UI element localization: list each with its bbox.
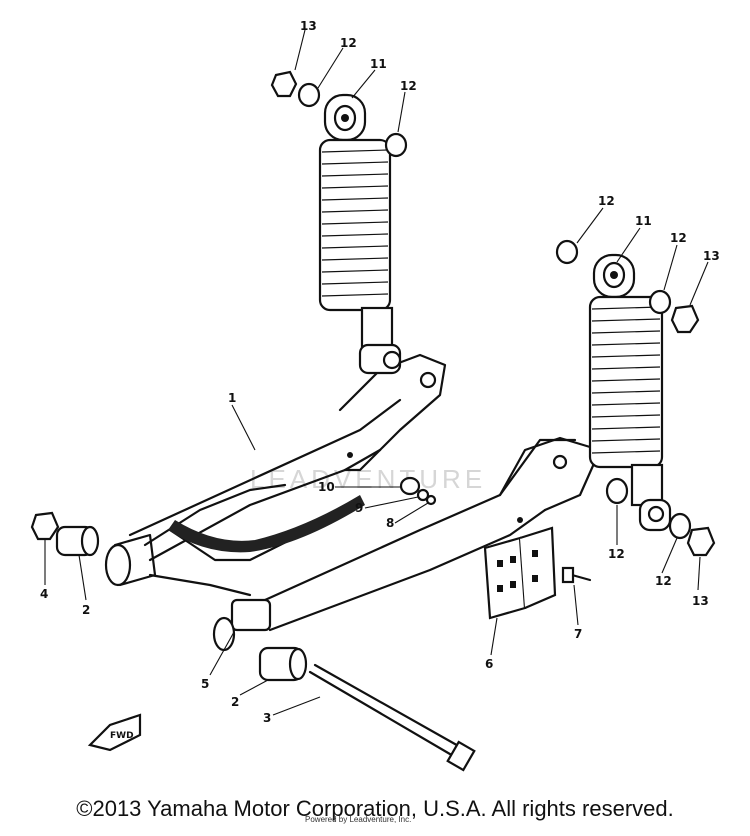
callout-8: 8 [386,516,394,530]
callout-13b: 13 [703,249,720,263]
callout-4: 4 [40,587,48,601]
callout-7: 7 [574,627,582,641]
callout-labels: 13 12 11 12 1 12 11 12 13 10 9 8 12 12 1… [40,19,720,725]
callout-5: 5 [201,677,209,691]
callout-1: 1 [228,391,236,405]
rear-suspension-diagram: LEADVENTURE [30,19,720,772]
forward-direction-arrow: FWD [87,713,142,752]
powered-by-credit: Powered by Leadventure, Inc. [305,815,412,824]
pivot-shaft [308,663,476,772]
callout-12f: 12 [655,574,672,588]
callout-12e: 12 [608,547,625,561]
copyright-notice: ©2013 Yamaha Motor Corporation, U.S.A. A… [76,796,674,821]
bracket [483,526,592,620]
swing-arm [104,353,602,652]
callout-13c: 13 [692,594,709,608]
callout-11a: 11 [370,57,387,71]
callout-12a: 12 [340,36,357,50]
callout-10: 10 [318,480,335,494]
leader-lines [44,29,709,716]
callout-11b: 11 [635,214,652,228]
callout-12d: 12 [670,231,687,245]
watermark-text: LEADVENTURE [250,464,486,494]
callout-12b: 12 [400,79,417,93]
forward-label: FWD [110,731,134,741]
callout-9: 9 [355,501,363,515]
callout-3: 3 [263,711,271,725]
callout-2a: 2 [82,603,90,617]
left-shock-absorber [318,93,402,375]
hardware [30,70,716,682]
callout-6: 6 [485,657,493,671]
callout-2b: 2 [231,695,239,709]
right-shock-absorber [588,253,672,532]
callout-12c: 12 [598,194,615,208]
callout-13a: 13 [300,19,317,33]
